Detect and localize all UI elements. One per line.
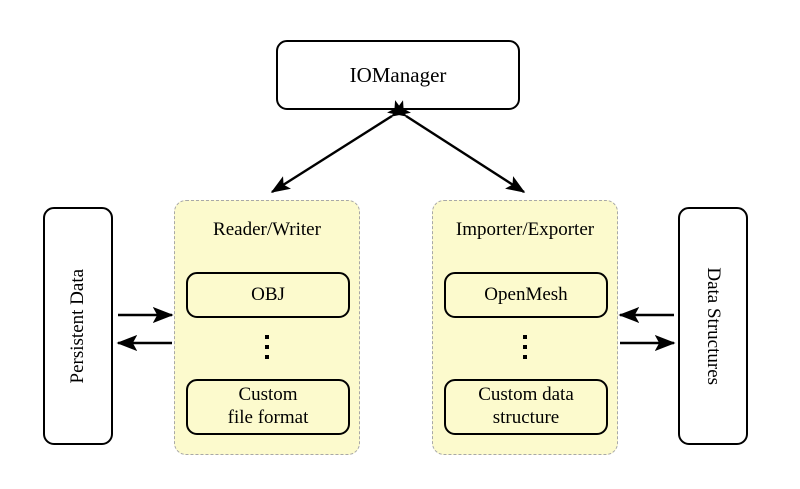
ellipsis-dot — [523, 345, 527, 349]
item-custom-data-structure-label: Custom data structure — [478, 384, 574, 430]
group-title-reader-writer: Reader/Writer — [213, 219, 321, 240]
item-custom-file-format[interactable]: Custom file format — [186, 379, 350, 435]
item-custom-data-structure[interactable]: Custom data structure — [444, 379, 608, 435]
node-data-structures[interactable]: Data Structures — [678, 207, 748, 445]
ellipsis-dot — [265, 335, 269, 339]
item-line-1: Custom data — [478, 384, 574, 406]
item-openmesh-label: OpenMesh — [484, 283, 568, 305]
item-custom-file-format-label: Custom file format — [228, 384, 309, 430]
node-io-manager-label: IOManager — [349, 62, 447, 87]
group-panel-reader-writer[interactable]: Reader/Writer OBJ Custom file format — [174, 200, 360, 455]
item-obj[interactable]: OBJ — [186, 272, 350, 318]
node-data-structures-label: Data Structures — [703, 267, 725, 385]
group-panel-importer-exporter[interactable]: Importer/Exporter OpenMesh Custom data s… — [432, 200, 618, 455]
node-persistent-data[interactable]: Persistent Data — [43, 207, 113, 445]
ellipsis-dot — [523, 355, 527, 359]
node-persistent-data-label: Persistent Data — [66, 268, 88, 384]
ellipsis-dot — [265, 355, 269, 359]
item-line-1: Custom — [238, 384, 298, 406]
ellipsis-importer-exporter — [433, 329, 617, 359]
arrow-manager-reader-writer — [270, 100, 411, 194]
ellipsis-dot — [265, 345, 269, 349]
item-obj-label: OBJ — [251, 283, 285, 305]
group-title-importer-exporter: Importer/Exporter — [455, 219, 595, 240]
item-line-2: structure — [492, 407, 560, 428]
ellipsis-dot — [523, 335, 527, 339]
item-line-2: file format — [227, 407, 309, 428]
arrow-manager-importer-exporter — [387, 100, 526, 194]
ellipsis-reader-writer — [175, 329, 359, 359]
item-openmesh[interactable]: OpenMesh — [444, 272, 608, 318]
node-io-manager[interactable]: IOManager — [276, 40, 520, 110]
